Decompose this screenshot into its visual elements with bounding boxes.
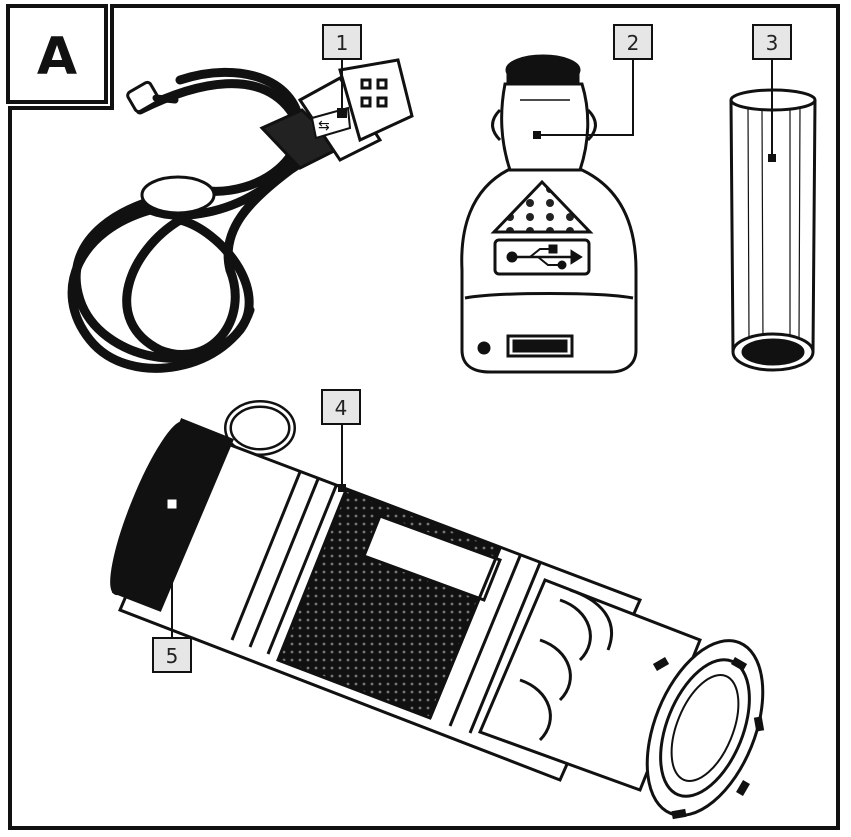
panel-frame	[6, 4, 840, 830]
callout-label-1: 1	[336, 31, 349, 55]
callout-5: 5	[152, 499, 192, 673]
callout-3: 3	[752, 24, 792, 162]
callout-2: 2	[533, 24, 653, 139]
usb-cable: ⇆	[67, 58, 414, 373]
svg-text:⇆: ⇆	[318, 118, 330, 134]
panel-letter: A	[37, 27, 77, 87]
callout-label-5: 5	[166, 644, 179, 668]
callout-1: 1	[322, 24, 362, 118]
callout-4: 4	[321, 389, 361, 492]
flashlight	[110, 400, 765, 820]
callout-label-3: 3	[766, 31, 779, 55]
callout-label-2: 2	[627, 31, 640, 55]
car-charger	[460, 54, 638, 374]
callout-label-4: 4	[335, 396, 348, 420]
